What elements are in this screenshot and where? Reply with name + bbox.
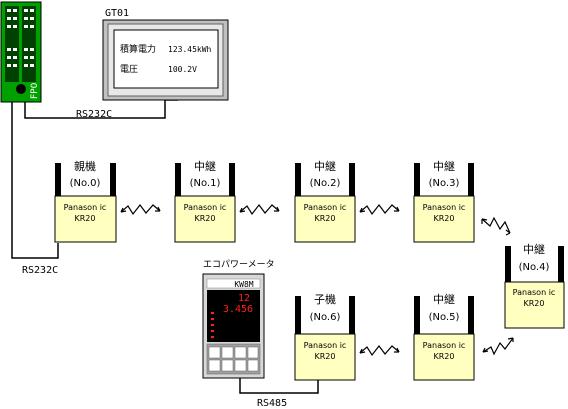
wireless-link-5-6 xyxy=(359,345,400,357)
rs232c-top-label: RS232C xyxy=(76,109,112,120)
node-role: 中継 xyxy=(523,242,545,256)
node-role: 子機 xyxy=(314,292,336,306)
rs232c-bottom-label: RS232C xyxy=(22,265,58,276)
node-model: KR20 xyxy=(524,299,545,308)
node-number: (No.3) xyxy=(429,178,460,189)
node-role: 中継 xyxy=(314,159,336,173)
gt01-row1-label: 積算電力 xyxy=(120,43,156,55)
node-maker: Panason ic xyxy=(513,288,556,297)
meter-model: KW8M xyxy=(234,280,253,289)
wireless-link-0-1 xyxy=(120,204,161,216)
meter-value-1: 12 xyxy=(238,293,250,304)
node-role: 親機 xyxy=(74,159,96,173)
node-no0: 親機 (No.0) Panason ic KR20 xyxy=(54,159,117,243)
gt01-row2-label: 電圧 xyxy=(120,64,138,75)
node-model: KR20 xyxy=(315,352,336,361)
node-model: KR20 xyxy=(75,214,96,223)
node-no4: 中継 (No.4) Panason ic KR20 xyxy=(504,242,565,329)
wireless-link-4-5 xyxy=(482,337,514,356)
plc-connector-icon xyxy=(16,84,26,94)
wireless-link-1-2 xyxy=(239,204,280,216)
gt01-display: GT01 積算電力 123.45kWh 電圧 100.2V xyxy=(102,8,229,101)
node-maker: Panason ic xyxy=(184,203,227,212)
node-role: 中継 xyxy=(433,159,455,173)
gt01-row1-value: 123.45kWh xyxy=(168,45,212,54)
node-no2: 中継 (No.2) Panason ic KR20 xyxy=(294,159,356,243)
node-number: (No.2) xyxy=(310,178,341,189)
gt01-title: GT01 xyxy=(105,8,129,19)
eco-power-meter: エコパワーメータ KW8M 12 3.456 xyxy=(202,259,275,379)
wireless-link-3-4 xyxy=(481,216,511,236)
wireless-link-2-3 xyxy=(359,204,400,216)
node-number: (No.1) xyxy=(190,178,221,189)
meter-caption: エコパワーメータ xyxy=(203,259,275,270)
node-model: KR20 xyxy=(315,214,336,223)
rs485-label: RS485 xyxy=(257,398,287,409)
node-maker: Panason ic xyxy=(304,203,347,212)
gt01-row2-value: 100.2V xyxy=(168,65,197,74)
node-no6: 子機 (No.6) Panason ic KR20 xyxy=(294,292,356,381)
node-maker: Panason ic xyxy=(423,341,466,350)
node-role: 中継 xyxy=(433,292,455,306)
node-no1: 中継 (No.1) Panason ic KR20 xyxy=(174,159,236,243)
node-maker: Panason ic xyxy=(64,203,107,212)
meter-value-2: 3.456 xyxy=(223,304,253,315)
node-model: KR20 xyxy=(434,352,455,361)
wireless-links xyxy=(120,204,514,357)
node-model: KR20 xyxy=(195,214,216,223)
node-maker: Panason ic xyxy=(304,341,347,350)
node-no5: 中継 (No.5) Panason ic KR20 xyxy=(413,292,475,381)
rs485-cable xyxy=(239,378,319,394)
node-maker: Panason ic xyxy=(423,203,466,212)
node-number: (No.6) xyxy=(310,312,341,323)
node-no3: 中継 (No.3) Panason ic KR20 xyxy=(413,159,475,243)
plc-label: FP0 xyxy=(30,82,40,99)
fp0-plc: FP0 xyxy=(0,1,42,103)
node-number: (No.4) xyxy=(519,262,550,273)
node-number: (No.0) xyxy=(70,178,101,189)
node-model: KR20 xyxy=(434,214,455,223)
rs232c-plc-cable xyxy=(11,97,59,259)
node-number: (No.5) xyxy=(429,312,460,323)
node-role: 中継 xyxy=(194,159,216,173)
